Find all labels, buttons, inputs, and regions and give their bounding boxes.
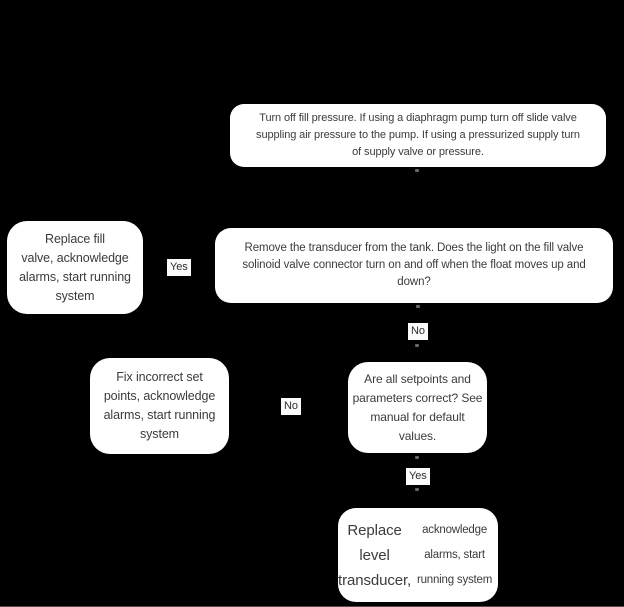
flow-node-fix-incorrect-set-points: Fix incorrect set points, acknowledge al… (90, 358, 229, 454)
connector-mark (415, 456, 419, 459)
connector-label-no-left: No (281, 398, 301, 415)
connector-mark (415, 169, 419, 172)
flow-node-replace-level-transducer-large-text: Replace level transducer, (338, 521, 412, 589)
connector-label-yes-bottom: Yes (406, 468, 430, 485)
flow-node-replace-level-transducer-small-text: acknowledge alarms, start running system (416, 523, 493, 586)
flow-node-replace-fill-valve: Replace fill valve, acknowledge alarms, … (7, 221, 143, 314)
connector-mark (416, 305, 420, 308)
flow-node-turn-off-fill-pressure: Turn off fill pressure. If using a diaph… (230, 104, 606, 167)
flow-node-setpoints-correct-question: Are all setpoints and parameters correct… (348, 362, 487, 453)
connector-label-no-middle: No (408, 323, 428, 340)
connector-mark (415, 344, 419, 347)
connector-label-yes-left: Yes (167, 259, 191, 276)
flow-node-remove-transducer-question: Remove the transducer from the tank. Doe… (215, 228, 613, 303)
connector-mark (415, 488, 419, 491)
flow-node-replace-level-transducer: Replace level transducer, acknowledge al… (338, 508, 498, 602)
